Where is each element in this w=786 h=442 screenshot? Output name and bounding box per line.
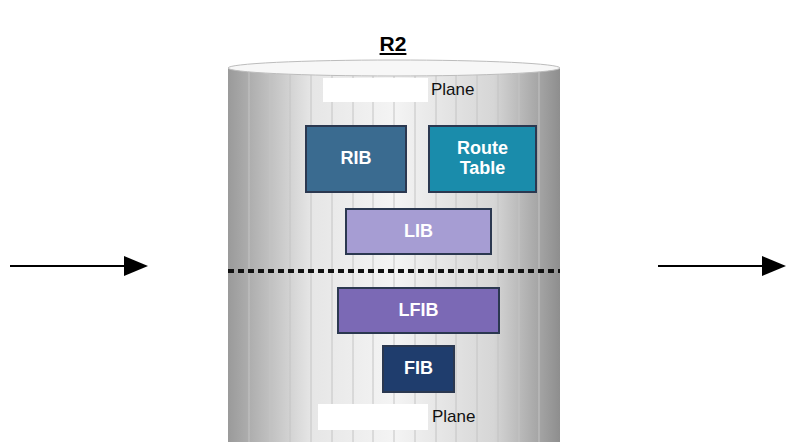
box-label: RIB xyxy=(341,149,372,169)
box-label: Route Table xyxy=(434,139,531,179)
box-label: FIB xyxy=(404,359,433,379)
table-box: LFIB xyxy=(337,287,500,334)
box-label: LFIB xyxy=(399,301,439,321)
incoming-arrow xyxy=(10,265,130,267)
arrowhead xyxy=(762,256,786,276)
router: PlanePlaneRIBRoute TableLIBLFIBFIB xyxy=(228,58,560,442)
arrowhead xyxy=(124,256,148,276)
plane-label: Plane xyxy=(432,407,475,427)
outgoing-arrow xyxy=(658,265,768,267)
plane-label: Plane xyxy=(431,80,474,100)
title: R2 xyxy=(0,32,786,56)
table-box: Route Table xyxy=(428,125,537,193)
table-box: FIB xyxy=(382,345,455,393)
table-box: LIB xyxy=(345,208,492,255)
box-label: LIB xyxy=(404,222,433,242)
table-box: RIB xyxy=(305,125,407,193)
